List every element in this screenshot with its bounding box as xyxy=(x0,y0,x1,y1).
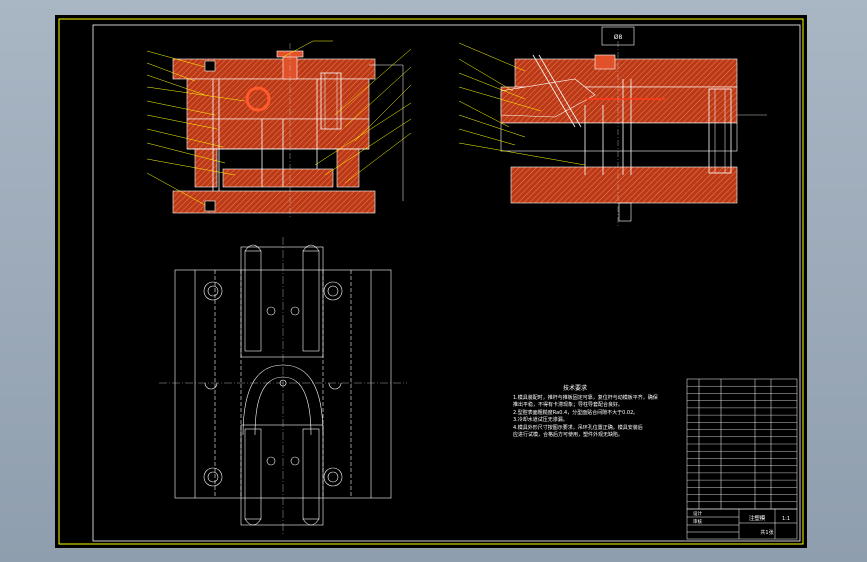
title-checked: 审核 xyxy=(693,518,702,525)
title-drawing-name: 注塑模 xyxy=(749,514,766,522)
angled-slide xyxy=(500,78,596,118)
guide-pillar xyxy=(320,72,342,130)
side-core-plate xyxy=(500,122,738,152)
side-ejector-plate xyxy=(510,166,738,204)
bottom-clamp-plate xyxy=(172,190,376,214)
tech-note-line: 1.模具装配时，推杆与推板固定可靠，复位杆与动模板平齐，确保 xyxy=(513,394,658,401)
spacer-right xyxy=(336,148,360,188)
title-sheet: 共1张 xyxy=(760,529,773,536)
technical-requirements: 技术要求 1.模具装配时，推杆与推板固定可靠，复位杆与动模板平齐，确保 推出平稳… xyxy=(513,385,713,440)
inner-frame xyxy=(92,24,801,542)
core-plate xyxy=(186,118,370,150)
main-section-view xyxy=(146,40,412,219)
tech-note-line: 4.模具外形尺寸按图示要求，吊环孔位置正确，模具安装后 xyxy=(513,424,643,431)
tech-notes-title: 技术要求 xyxy=(563,385,588,392)
cavity-plate xyxy=(186,78,370,120)
outer-frame xyxy=(58,18,804,545)
parts-list-rows xyxy=(687,386,797,502)
tech-note-line: 3.冷却水道试压无渗漏。 xyxy=(513,417,568,423)
title-scale: 1:1 xyxy=(782,516,790,522)
mold-assembly-drawing: Ø8 xyxy=(58,18,804,545)
ejector-plate xyxy=(222,168,334,188)
tech-note-line: 2.型腔表面粗糙度Ra0.4，分型面贴合间隙不大于0.02。 xyxy=(513,409,639,416)
side-section-view: Ø8 xyxy=(458,26,767,227)
top-clamp-plate xyxy=(172,58,376,80)
side-top-plate xyxy=(514,58,738,88)
spacer-left xyxy=(194,148,218,188)
tech-note-line: 应进行试模，合格后方可使用，塑件外观无缺陷。 xyxy=(513,432,624,438)
side-sprue xyxy=(594,54,616,70)
title-block xyxy=(686,508,798,540)
cad-viewport[interactable]: Ø8 xyxy=(55,15,807,548)
cavity-ring xyxy=(245,86,271,112)
title-box-label: Ø8 xyxy=(614,34,623,41)
tech-note-line: 推出平稳，不得有卡滞现象；导柱导套配合良好。 xyxy=(513,402,624,408)
title-drawn: 设计 xyxy=(693,510,702,517)
